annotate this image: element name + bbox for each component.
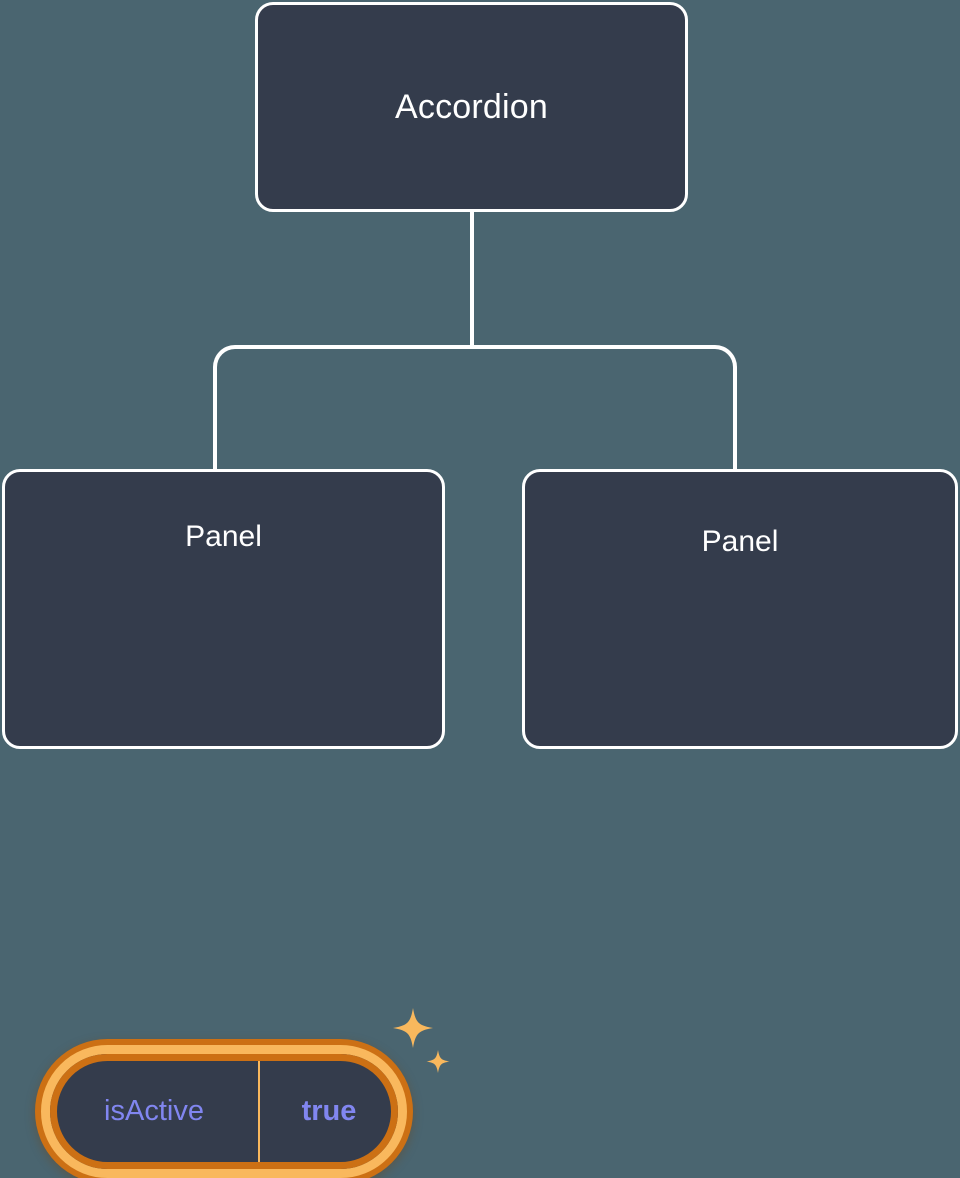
connector-branch-bar (213, 345, 737, 475)
node-card-panel-left[interactable]: Panel isActive true (2, 469, 450, 1178)
connector-root-stem (470, 212, 474, 349)
prop-pill-isactive-true[interactable]: isActive true (41, 1045, 407, 1178)
node-card-panel-right[interactable]: Panel isActive false (522, 469, 958, 749)
prop-pill-highlight-wrap: isActive true (41, 1045, 407, 1178)
prop-value-label: true (258, 1054, 398, 1169)
prop-key-label: isActive (104, 1095, 204, 1127)
node-title-panel-left: Panel (185, 520, 262, 553)
node-title-panel-right: Panel (701, 525, 779, 558)
node-title-accordion: Accordion (395, 88, 548, 126)
node-card-accordion[interactable]: Accordion (255, 2, 688, 212)
